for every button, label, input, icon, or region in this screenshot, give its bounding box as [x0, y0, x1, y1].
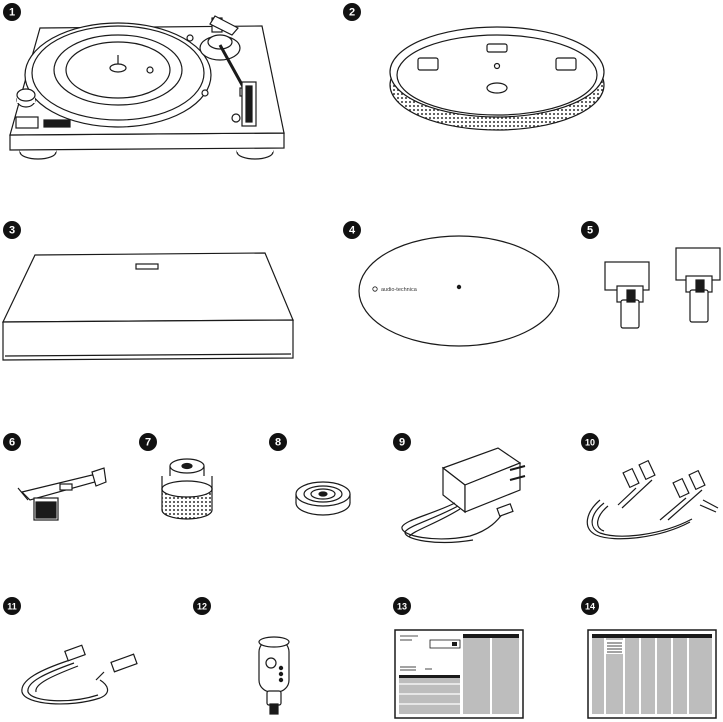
- badge-turntable: 1: [3, 3, 21, 21]
- badge-number: 12: [197, 602, 207, 612]
- badge-adapter-45rpm: 8: [269, 433, 287, 451]
- badge-circle: [581, 597, 599, 615]
- badge-number: 8: [275, 437, 281, 449]
- badge-circle: [393, 433, 411, 451]
- badge-dust-cover: 3: [3, 221, 21, 239]
- badge-circle: [139, 433, 157, 451]
- turntable-illustration: [9, 15, 285, 160]
- badge-slipmat: 4: [343, 221, 361, 239]
- badge-dust-cover-hinges: 5: [581, 221, 599, 239]
- badge-circle: [581, 221, 599, 239]
- badge-circle: [3, 597, 21, 615]
- badge-number: 11: [7, 602, 17, 612]
- headshell-illustration: [17, 467, 107, 521]
- badge-number: 1: [9, 7, 15, 19]
- badge-platter: 2: [343, 3, 361, 21]
- counterweight-illustration: [161, 458, 213, 520]
- badge-usb-cable: 11: [3, 597, 21, 615]
- badge-circle: [581, 433, 599, 451]
- adapter-45-illustration: [295, 481, 351, 516]
- badge-circle: [3, 433, 21, 451]
- quick-guide-illustration: [587, 629, 717, 719]
- badge-counterweight: 7: [139, 433, 157, 451]
- badge-user-manual: 13: [393, 597, 411, 615]
- slipmat-logo-text: audio-technica: [381, 287, 418, 293]
- badge-circle: [343, 221, 361, 239]
- hinges-illustration: [604, 247, 721, 329]
- badge-number: 6: [9, 437, 15, 449]
- badge-number: 4: [349, 225, 356, 237]
- badge-bluetooth-transmitter: 12: [193, 597, 211, 615]
- usb-cable-illustration: [21, 644, 138, 705]
- dust-cover-illustration: [2, 252, 294, 361]
- badge-number: 2: [349, 7, 355, 19]
- badge-circle: [3, 221, 21, 239]
- badge-number: 5: [587, 225, 593, 237]
- ac-adapter-illustration: [401, 447, 526, 543]
- bt-transmitter-illustration: [258, 636, 290, 715]
- badge-ac-adapter: 9: [393, 433, 411, 451]
- rca-cable-illustration: [586, 459, 719, 540]
- badge-number: 9: [399, 437, 405, 449]
- badge-quick-start-guide: 14: [581, 597, 599, 615]
- badge-number: 14: [585, 602, 595, 612]
- badge-number: 3: [9, 225, 15, 237]
- platter-illustration: [389, 26, 605, 131]
- hinge-left: [604, 261, 650, 329]
- badge-circle: [343, 3, 361, 21]
- hinge-right: [675, 247, 721, 323]
- badge-circle: [269, 433, 287, 451]
- badge-number: 13: [397, 602, 407, 612]
- badge-circle: [3, 3, 21, 21]
- badge-number: 7: [145, 437, 151, 449]
- slipmat-illustration: audio-technica: [358, 235, 560, 347]
- badge-rca-cable: 10: [581, 433, 599, 451]
- badge-circle: [193, 597, 211, 615]
- badge-number: 10: [585, 438, 595, 448]
- badge-circle: [393, 597, 411, 615]
- badge-headshell-cartridge: 6: [3, 433, 21, 451]
- user-manual-illustration: [394, 629, 524, 719]
